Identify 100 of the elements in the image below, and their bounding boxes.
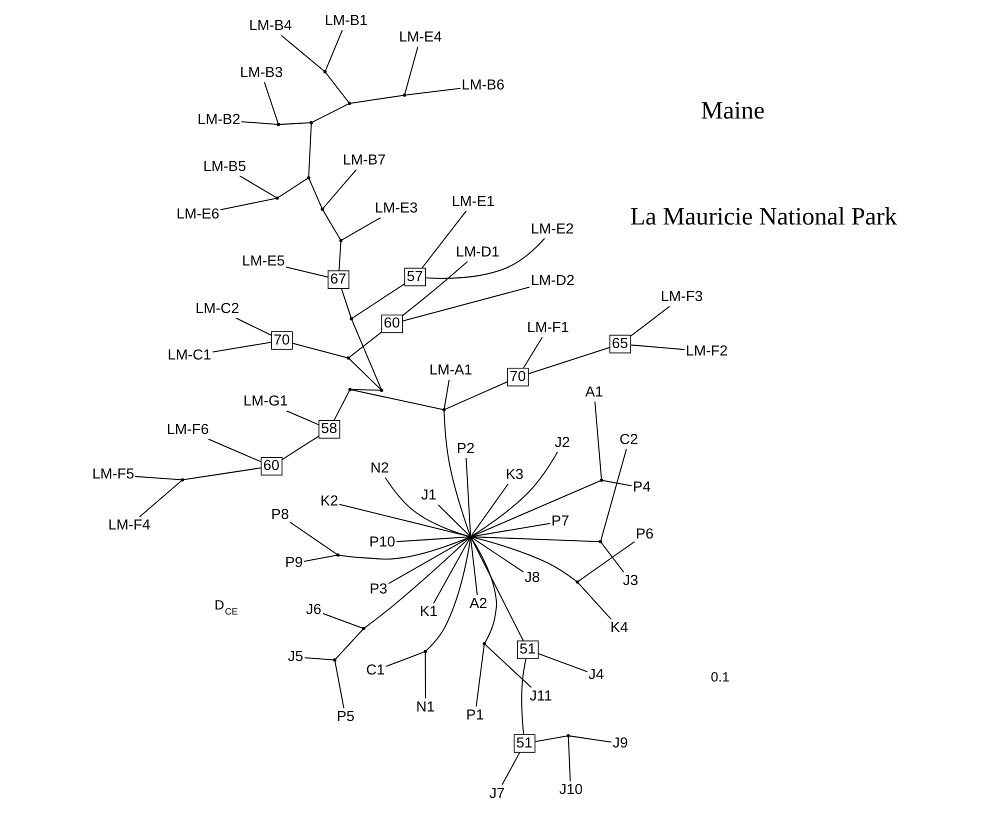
connector: [384, 477, 470, 537]
connector: [470, 538, 498, 643]
node-text: J5: [288, 648, 304, 665]
node-text: C1: [366, 662, 385, 678]
connector: [264, 82, 279, 124]
connector: [308, 124, 312, 176]
connector: [339, 537, 470, 560]
connector: [426, 238, 545, 279]
node-text: J2: [554, 434, 570, 451]
connector: [278, 178, 308, 198]
node-text: LM-B3: [240, 65, 283, 82]
node-text: LM-B5: [203, 158, 246, 175]
node-text: J1: [421, 488, 436, 504]
node-text: P8: [271, 507, 289, 524]
node-point: [600, 478, 604, 482]
node-point: [339, 238, 343, 242]
connector: [334, 390, 350, 421]
node-text: LM-F1: [527, 320, 570, 336]
connector: [304, 554, 337, 562]
connector: [569, 735, 612, 743]
connector: [351, 320, 382, 390]
node-text: LM-E3: [374, 200, 418, 217]
node-point: [180, 478, 184, 482]
node-text: LM-G1: [243, 394, 288, 410]
node-point: [402, 94, 406, 97]
node-box: 60: [381, 314, 403, 334]
node-text: J11: [530, 688, 552, 704]
connector: [630, 306, 670, 337]
connector: [602, 480, 632, 486]
node-point: [348, 388, 352, 392]
node-point: [424, 650, 427, 654]
connector: [470, 538, 524, 642]
node-point: [380, 388, 384, 392]
connector: [349, 358, 382, 390]
connector: [292, 342, 348, 358]
connector: [388, 536, 470, 584]
node-text: J8: [524, 570, 540, 586]
connector: [322, 169, 357, 208]
connector: [241, 121, 278, 125]
node-text: LM-B2: [197, 112, 240, 128]
connector: [594, 402, 602, 479]
node-text: J4: [588, 666, 604, 683]
node-text: A1: [585, 384, 604, 400]
connector: [470, 538, 478, 596]
connector: [476, 645, 485, 706]
connector: [538, 653, 588, 672]
connector: [600, 449, 627, 541]
connector: [402, 286, 530, 322]
node-text: P9: [285, 555, 303, 572]
connector: [630, 344, 685, 350]
connector: [351, 389, 443, 410]
node-box: 58: [318, 420, 340, 439]
connector: [568, 737, 571, 782]
node-text: J10: [559, 782, 583, 798]
node-point: [323, 70, 327, 74]
connector: [466, 458, 472, 536]
node-text: LM-E4: [398, 30, 442, 46]
node-text: LM-B4: [249, 18, 292, 34]
connector: [308, 178, 322, 208]
connector: [286, 266, 328, 278]
connector: [184, 467, 262, 480]
connector: [312, 104, 348, 122]
node-text: P6: [636, 526, 654, 542]
connector: [535, 735, 567, 742]
connector: [472, 537, 524, 572]
connector: [485, 644, 532, 688]
label: 0.1: [710, 669, 730, 684]
connector: [336, 629, 364, 659]
node-box: 51: [514, 734, 536, 753]
node-point: [482, 642, 486, 646]
node-point: [566, 734, 570, 738]
node-box: 67: [328, 270, 350, 289]
connector: [472, 452, 558, 536]
node-text: J7: [489, 786, 505, 802]
connector: [342, 217, 381, 240]
node-point: [276, 122, 280, 126]
connector: [444, 411, 471, 536]
connector: [438, 504, 470, 536]
node-text: LM-B7: [342, 152, 386, 168]
connector: [350, 94, 404, 104]
connector: [322, 613, 363, 629]
node-text: LM-F2: [686, 343, 728, 360]
label: D$_{CE}$: [214, 598, 238, 617]
connector: [134, 476, 182, 480]
node-point: [346, 356, 350, 360]
node-point: [336, 553, 340, 557]
node-text: LM-F3: [660, 289, 703, 306]
connector: [472, 536, 577, 582]
node-text: K3: [506, 466, 524, 483]
connector: [290, 522, 337, 555]
connector: [386, 651, 424, 667]
connector: [212, 342, 272, 353]
node-text: LM-F4: [108, 518, 150, 534]
connector: [325, 72, 349, 102]
connector: [352, 284, 405, 318]
connector: [341, 288, 352, 318]
connector: [444, 381, 508, 410]
connector: [578, 541, 635, 582]
node-text: N2: [370, 460, 390, 476]
node-box: 65: [609, 334, 632, 354]
